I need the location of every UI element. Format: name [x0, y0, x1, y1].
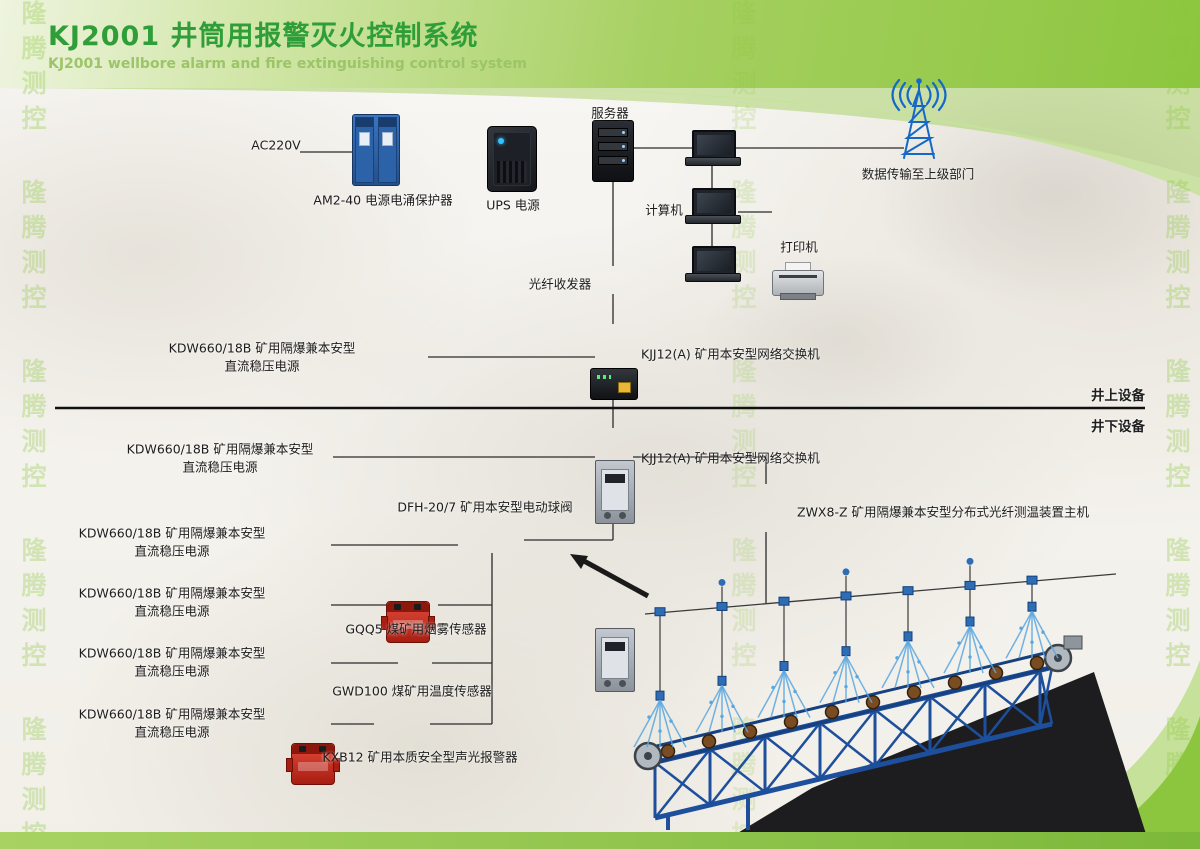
server-slot: [598, 156, 628, 165]
label-kdw-line1: KDW660/18B 矿用隔爆兼本安型: [78, 706, 266, 722]
label-kdw-line2: 直流稳压电源: [134, 724, 210, 740]
label-printer: 打印机: [780, 239, 818, 255]
page-subtitle: KJ2001 wellbore alarm and fire extinguis…: [48, 56, 527, 72]
laptop-icon: [685, 188, 741, 224]
dc-power-supply-device: [381, 601, 435, 643]
label-temp-sensor: GWD100 煤矿用温度传感器: [332, 683, 492, 699]
computer-stack: [685, 130, 741, 282]
label-kdw-line2: 直流稳压电源: [224, 358, 300, 374]
ups-vent: [497, 161, 527, 183]
antenna-tower-icon: [891, 78, 947, 159]
label-ac220v: AC220V: [251, 137, 301, 153]
section-underground: 井下设备: [1091, 419, 1145, 435]
surge-module: [378, 117, 397, 183]
dc-power-supply-device: [286, 743, 340, 785]
label-kdw-line2: 直流稳压电源: [134, 663, 210, 679]
server-device: [592, 120, 634, 182]
fiber-transceiver-device: [590, 368, 638, 400]
label-ups: UPS 电源: [486, 197, 540, 213]
label-kdw-line1: KDW660/18B 矿用隔爆兼本安型: [78, 585, 266, 601]
laptop-icon: [685, 246, 741, 282]
laptop-icon: [685, 130, 741, 166]
section-surface: 井上设备: [1091, 388, 1145, 404]
network-switch-device: [595, 628, 635, 692]
label-fiber-transceiver: 光纤收发器: [528, 276, 592, 292]
surge-protector-device: [352, 114, 400, 186]
ups-device: [487, 126, 537, 192]
surge-module: [355, 117, 374, 183]
label-network-switch: KJJ12(A) 矿用本安型网络交换机: [641, 346, 820, 362]
label-kdw-line1: KDW660/18B 矿用隔爆兼本安型: [168, 340, 356, 356]
network-switch-device: [595, 460, 635, 524]
printer-device: [772, 262, 824, 300]
label-kdw-line2: 直流稳压电源: [134, 603, 210, 619]
page-title: KJ2001 井筒用报警灭火控制系统: [48, 21, 479, 52]
label-kdw-line1: KDW660/18B 矿用隔爆兼本安型: [126, 441, 314, 457]
label-surge-protector: AM2-40 电源电涌保护器: [313, 192, 453, 208]
server-slot: [598, 142, 628, 151]
footer-band: [0, 832, 1200, 849]
server-slot: [598, 128, 628, 137]
label-server: 服务器: [591, 105, 629, 121]
flow-arrow: [570, 554, 650, 599]
label-network-switch: KJJ12(A) 矿用本安型网络交换机: [641, 450, 820, 466]
label-kdw-line1: KDW660/18B 矿用隔爆兼本安型: [78, 645, 266, 661]
label-fiber-temp-host: ZWX8-Z 矿用隔爆兼本安型分布式光纤测温装置主机: [797, 504, 1089, 520]
label-alarm: KXB12 矿用本质安全型声光报警器: [322, 749, 518, 765]
label-kdw-line2: 直流稳压电源: [182, 459, 258, 475]
label-computer: 计算机: [645, 202, 683, 218]
label-kdw-line2: 直流稳压电源: [134, 543, 210, 559]
label-smoke-sensor: GQQ5 煤矿用烟雾传感器: [345, 621, 487, 637]
header: KJ2001 井筒用报警灭火控制系统 KJ2001 wellbore alarm…: [0, 0, 1200, 88]
label-data-uplink: 数据传输至上级部门: [861, 166, 975, 182]
conveyor-belt: [633, 557, 1146, 834]
label-valve: DFH-20/7 矿用本安型电动球阀: [397, 499, 573, 515]
label-kdw-line1: KDW660/18B 矿用隔爆兼本安型: [78, 525, 266, 541]
